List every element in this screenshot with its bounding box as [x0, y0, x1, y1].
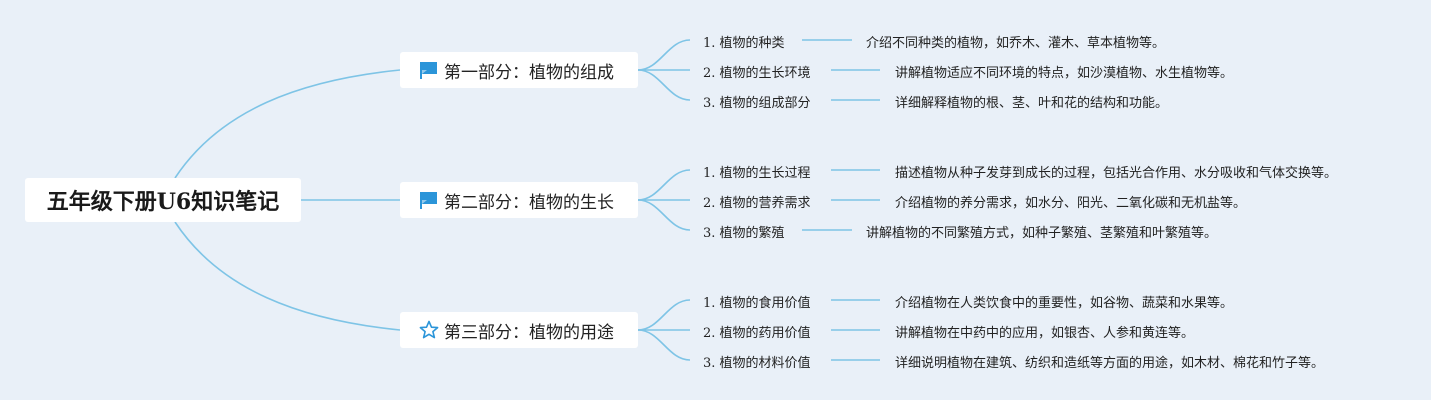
topic-detail-1-3[interactable]: 详细解释植物的根、茎、叶和花的结构和功能。	[895, 96, 1169, 111]
connector-root-branch-1	[174, 69, 401, 179]
topic-label: 植物的繁殖	[719, 226, 785, 241]
topic-label: 植物的营养需求	[719, 196, 811, 211]
connector-b2-t3	[637, 199, 691, 231]
topic-label: 植物的食用价值	[719, 296, 811, 311]
topic-3-1[interactable]: 1. 植物的食用价值	[703, 296, 811, 311]
topic-3-3[interactable]: 3. 植物的材料价值	[703, 356, 811, 371]
topic-detail-2-2[interactable]: 介绍植物的养分需求，如水分、阳光、二氧化碳和无机盐等。	[895, 196, 1247, 211]
topic-detail-3-3[interactable]: 详细说明植物在建筑、纺织和造纸等方面的用途，如木材、棉花和竹子等。	[895, 356, 1325, 371]
topic-label: 植物的组成部分	[719, 96, 811, 111]
branch-label: 第二部分：植物的生长	[444, 192, 614, 213]
topic-detail-2-1[interactable]: 描述植物从种子发芽到成长的过程，包括光合作用、水分吸收和气体交换等。	[895, 166, 1338, 181]
flag-icon	[418, 189, 440, 211]
topic-label: 植物的种类	[719, 36, 785, 51]
topic-1-2[interactable]: 2. 植物的生长环境	[703, 66, 811, 81]
connector-b3-t1	[637, 299, 691, 331]
topic-2-2[interactable]: 2. 植物的营养需求	[703, 196, 811, 211]
branch-label: 第一部分：植物的组成	[444, 62, 614, 83]
topic-detail-3-2[interactable]: 讲解植物在中药中的应用，如银杏、人参和黄连等。	[895, 326, 1195, 341]
branch-part-1[interactable]: 第一部分：植物的组成	[400, 52, 638, 88]
root-title: 五年级下册U6知识笔记	[46, 189, 280, 215]
topic-label: 植物的药用价值	[719, 326, 811, 341]
connector-b1-t1	[637, 39, 691, 71]
topic-detail-1-1[interactable]: 介绍不同种类的植物，如乔木、灌木、草本植物等。	[866, 36, 1166, 51]
root-topic[interactable]: 五年级下册U6知识笔记	[25, 178, 301, 222]
topic-label: 植物的材料价值	[719, 356, 811, 371]
topic-detail-3-1[interactable]: 介绍植物在人类饮食中的重要性，如谷物、蔬菜和水果等。	[895, 296, 1234, 311]
branch-label: 第三部分：植物的用途	[444, 322, 614, 343]
topic-detail-2-3[interactable]: 讲解植物的不同繁殖方式，如种子繁殖、茎繁殖和叶繁殖等。	[866, 226, 1218, 241]
star-icon	[418, 319, 440, 341]
connector-b2-t1	[637, 169, 691, 201]
topic-2-3[interactable]: 3. 植物的繁殖	[703, 226, 785, 241]
topic-label: 植物的生长环境	[719, 66, 811, 81]
branch-part-2[interactable]: 第二部分：植物的生长	[400, 182, 638, 218]
topic-detail-1-2[interactable]: 讲解植物适应不同环境的特点，如沙漠植物、水生植物等。	[895, 66, 1234, 81]
flag-icon	[418, 59, 440, 81]
topic-3-2[interactable]: 2. 植物的药用价值	[703, 326, 811, 341]
topic-label: 植物的生长过程	[719, 166, 811, 181]
connector-root-branch-3	[174, 221, 401, 331]
topic-2-1[interactable]: 1. 植物的生长过程	[703, 166, 811, 181]
branch-part-3[interactable]: 第三部分：植物的用途	[400, 312, 638, 348]
topic-1-3[interactable]: 3. 植物的组成部分	[703, 96, 811, 111]
topic-1-1[interactable]: 1. 植物的种类	[703, 36, 785, 51]
connector-b3-t3	[637, 329, 691, 361]
connector-b1-t3	[637, 69, 691, 101]
